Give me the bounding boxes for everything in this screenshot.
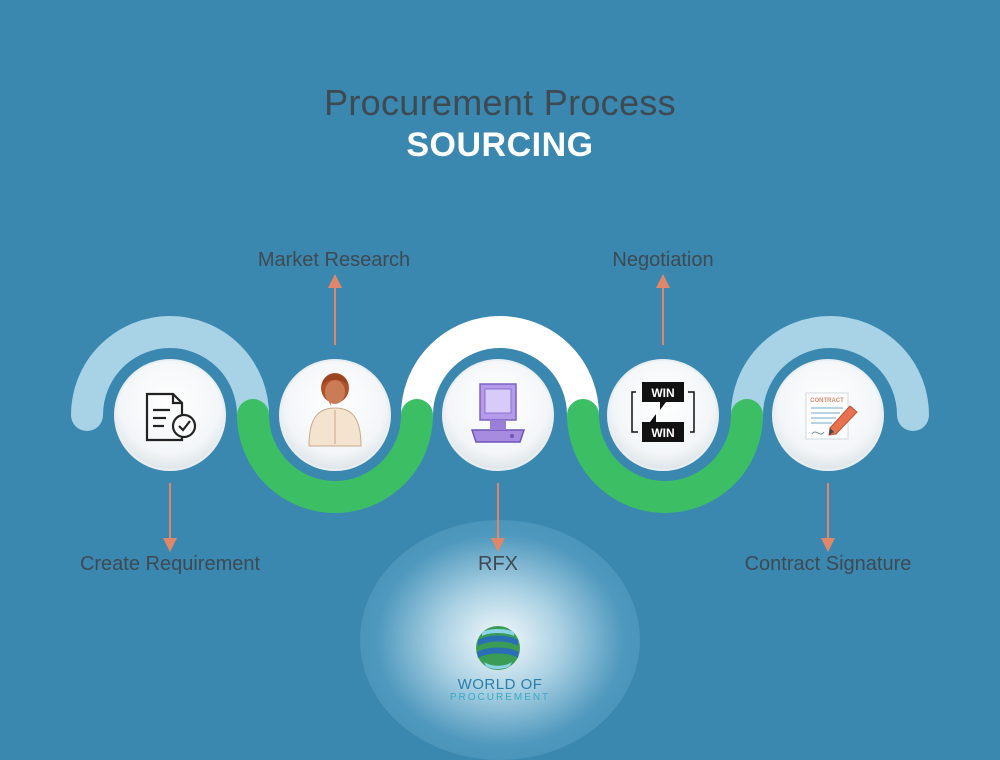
arc-negotiation — [567, 399, 763, 513]
step-node-market-research — [279, 359, 391, 471]
arc-create-requirement — [71, 316, 269, 431]
win-text-top: WIN — [651, 386, 674, 400]
logo-text-procurement: PROCUREMENT — [449, 692, 551, 703]
thinking-person-icon — [308, 373, 362, 447]
label-negotiation: Negotiation — [612, 249, 714, 271]
step-node-rfx — [442, 359, 554, 471]
step-node-create-requirement — [114, 359, 226, 471]
document-check-icon — [145, 392, 197, 442]
step-node-negotiation: WIN WIN — [607, 359, 719, 471]
contract-icon-text: CONTRACT — [810, 398, 844, 404]
arc-rfx — [401, 316, 599, 431]
label-contract-signature: Contract Signature — [744, 553, 912, 575]
arc-contract-signature — [731, 316, 929, 431]
world-of-procurement-logo-globe — [476, 626, 520, 670]
contract-pen-icon: CONTRACT — [805, 392, 858, 440]
win-text-bottom: WIN — [651, 426, 674, 440]
computer-icon — [470, 383, 526, 443]
page-title: Procurement Process — [324, 82, 676, 123]
win-win-icon: WIN WIN — [631, 382, 695, 442]
page-subtitle: SOURCING — [406, 126, 594, 164]
step-node-contract-signature: CONTRACT — [772, 359, 884, 471]
label-market-research: Market Research — [257, 249, 411, 271]
arc-market-research — [237, 399, 433, 513]
label-rfx: RFX — [478, 553, 518, 575]
label-create-requirement: Create Requirement — [79, 553, 261, 575]
logo-text-world-of: WORLD OF — [457, 676, 543, 693]
